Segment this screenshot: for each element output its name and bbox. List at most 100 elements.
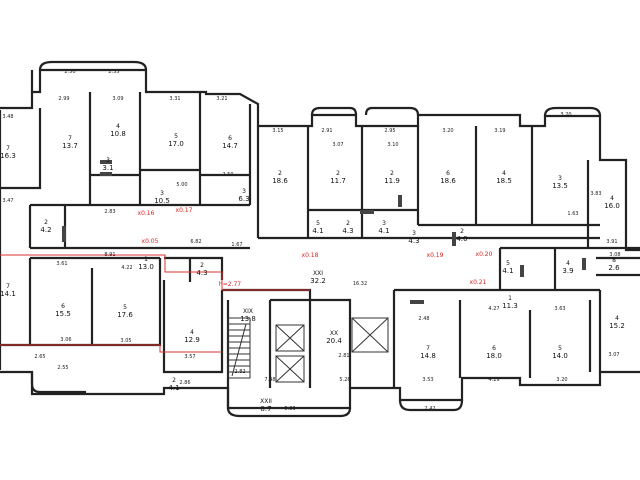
room-number: 5 [316, 220, 320, 227]
room-area: 14.7 [222, 142, 238, 150]
dimension-label: 1.67 [231, 242, 242, 248]
room-area: 20.4 [326, 337, 342, 345]
room-number: 2 [336, 170, 340, 177]
room-area: 3.9 [562, 267, 573, 275]
room-area: 32.2 [310, 277, 326, 285]
room-area: 18.6 [272, 177, 288, 185]
dimension-label: 3.08 [609, 252, 620, 258]
room-area: 13.0 [138, 263, 154, 271]
level-marker: x0.21 [470, 279, 487, 286]
dimension-label: 3.20 [560, 112, 571, 118]
level-marker: x0.05 [142, 238, 159, 245]
room-area: 18.6 [440, 177, 456, 185]
room-area: 11.3 [502, 302, 518, 310]
room-number: 2 [44, 219, 48, 226]
dimension-label: 3.20 [442, 128, 453, 134]
room-number: 4 [116, 123, 120, 130]
room-number: 6 [492, 345, 496, 352]
dimension-label: 2.55 [108, 69, 119, 75]
room-number: 6 [61, 303, 65, 310]
room-area: 4.1 [168, 384, 179, 392]
room-area: 4.1 [378, 227, 389, 235]
room-number: 3 [382, 220, 386, 227]
dimension-label: 6.82 [190, 239, 201, 245]
dimension-label: 3.91 [606, 239, 617, 245]
level-marker: x0.18 [302, 252, 319, 259]
room-number: XX [330, 330, 338, 337]
room-number: 2 [390, 170, 394, 177]
room-area: 4.3 [196, 269, 207, 277]
dimension-label: 3.10 [387, 142, 398, 148]
dimension-label: 5.86 [284, 406, 295, 412]
dimension-label: 2.65 [34, 354, 45, 360]
dimension-label: 3.21 [216, 96, 227, 102]
room-area: 4.2 [40, 226, 51, 234]
dimension-label: 3.57 [184, 354, 195, 360]
room-area: 10.5 [154, 197, 170, 205]
room-area: 16.3 [0, 152, 16, 160]
room-number: XIX [243, 308, 253, 315]
room-area: 14.8 [420, 352, 436, 360]
dimension-label: 3.05 [120, 338, 131, 344]
room-number: 7 [6, 145, 10, 152]
level-marker: x0.16 [138, 210, 155, 217]
room-number: 3 [106, 157, 110, 164]
room-area: 13.7 [62, 142, 78, 150]
room-area: 4.3 [342, 227, 353, 235]
dimension-label: 2.91 [321, 128, 332, 134]
room-area: 10.8 [110, 130, 126, 138]
dimension-label: 4.27 [488, 306, 499, 312]
dimension-label: 2.55 [57, 365, 68, 371]
room-area: 18.0 [486, 352, 502, 360]
dimension-label: 3.61 [56, 261, 67, 267]
room-area: 17.6 [117, 311, 133, 319]
dimension-label: 3.07 [332, 142, 343, 148]
dimension-label: 4.29 [488, 377, 499, 383]
room-area: 16.0 [604, 202, 620, 210]
room-number: 4 [190, 329, 194, 336]
room-number: 2 [460, 228, 464, 235]
apartment-outline [0, 254, 310, 291]
room-number: 4 [502, 170, 506, 177]
room-number: 4 [610, 195, 614, 202]
room-number: XXII [260, 398, 272, 405]
dimension-label: 2.50 [222, 172, 233, 178]
room-area: 11.9 [384, 177, 400, 185]
room-number: 3 [242, 188, 246, 195]
room-area: 4.3 [408, 237, 419, 245]
dimension-label: 5.26 [339, 377, 350, 383]
room-number: 1 [144, 256, 148, 263]
room-number: 1 [508, 295, 512, 302]
dimension-label: 4.22 [121, 265, 132, 271]
wall-hatches [62, 160, 586, 304]
dimension-label: 16.32 [353, 281, 367, 287]
room-number: 6 [446, 170, 450, 177]
dimension-label: 2.48 [418, 316, 429, 322]
apartment-outline-lower [0, 344, 222, 353]
dimension-label: 2.95 [384, 128, 395, 134]
room-number: 7 [68, 135, 72, 142]
dimension-label: 2.82 [234, 369, 245, 375]
dimension-label: 2.86 [179, 380, 190, 386]
dimension-label: 2.99 [58, 96, 69, 102]
dimension-label: 7.48 [264, 377, 275, 383]
room-area: 14.1 [0, 290, 16, 298]
room-area: 13.5 [552, 182, 568, 190]
room-number: 2 [172, 377, 176, 384]
room-area: 3.1 [102, 164, 113, 172]
room-area: 13.8 [240, 315, 256, 323]
dimension-label: 3.15 [272, 128, 283, 134]
room-area: 15.2 [609, 322, 625, 330]
room-area: 11.7 [330, 177, 346, 185]
interior-walls [0, 92, 640, 388]
dimension-label: 3.83 [590, 191, 601, 197]
dimension-label: 3.19 [494, 128, 505, 134]
dimension-label: 3.06 [60, 337, 71, 343]
room-number: 4 [566, 260, 570, 267]
room-number: 2 [346, 220, 350, 227]
level-marker: x0.19 [427, 252, 444, 259]
